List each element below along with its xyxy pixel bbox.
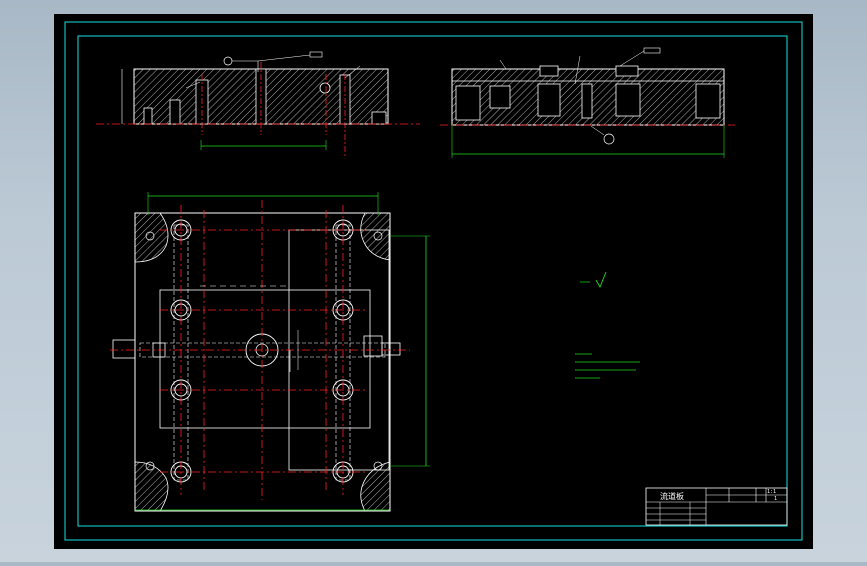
- surface-finish-symbol: [580, 271, 607, 289]
- title-block: 流道板 1:1 1: [645, 487, 788, 526]
- title-block-name: 流道板: [660, 491, 684, 501]
- side-section-view: [440, 47, 735, 158]
- plan-view: [110, 192, 430, 512]
- inner-frame: [77, 35, 788, 527]
- title-block-sheet: 1: [774, 496, 777, 502]
- front-section-view: [96, 51, 420, 158]
- technical-notes: [575, 353, 640, 379]
- title-block-scale: 1:1: [767, 489, 776, 495]
- outer-frame: [64, 21, 803, 541]
